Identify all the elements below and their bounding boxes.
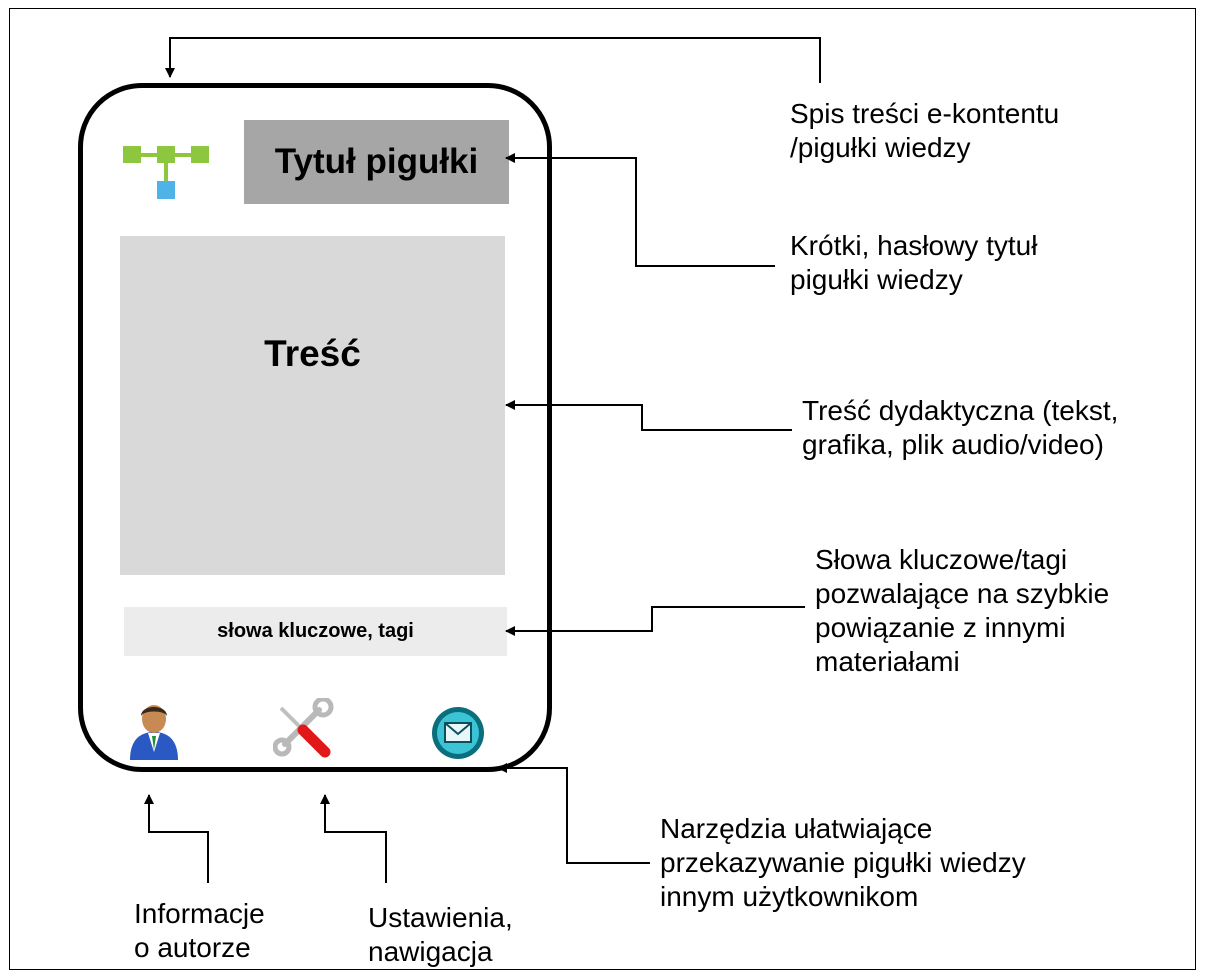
callout-settings-line2: nawigacja	[368, 936, 493, 967]
callout-tags-line2: pozwalające na szybkie	[815, 578, 1110, 609]
tools-connector	[497, 763, 650, 864]
callout-tags-line3: powiązanie z innymi	[815, 612, 1066, 643]
phone-outline	[78, 83, 552, 772]
callout-tags-line4: materiałami	[815, 646, 960, 677]
callout-author-line2: o autorze	[134, 932, 251, 963]
callout-tools-line3: innym użytkownikom	[660, 881, 919, 912]
callout-toc-line1: Spis treści e-kontentu	[790, 98, 1060, 129]
callout-content-line2: grafika, plik audio/video)	[802, 429, 1104, 460]
callout-title-line2: pigułki wiedzy	[790, 264, 963, 295]
title-connector	[505, 153, 775, 267]
tools-icon[interactable]	[273, 698, 337, 758]
callout-tools: Narzędzia ułatwiające przekazywanie pigu…	[660, 812, 1026, 914]
callout-settings: Ustawienia, nawigacja	[368, 901, 513, 969]
diagram-frame	[9, 8, 1196, 970]
callout-content-line1: Treść dydaktyczna (tekst,	[802, 395, 1119, 426]
pill-tags-text: słowa kluczowe, tagi	[217, 620, 414, 642]
sitemap-icon[interactable]	[123, 141, 211, 205]
toc-connector	[165, 37, 821, 83]
callout-toc: Spis treści e-kontentu /pigułki wiedzy	[790, 97, 1059, 165]
callout-toc-line2: /pigułki wiedzy	[790, 132, 971, 163]
callout-title: Krótki, hasłowy tytuł pigułki wiedzy	[790, 229, 1037, 297]
pill-title: Tytuł pigułki	[244, 120, 509, 204]
callout-title-line1: Krótki, hasłowy tytuł	[790, 230, 1038, 261]
callout-tags-line1: Słowa kluczowe/tagi	[815, 544, 1068, 575]
callout-tags: Słowa kluczowe/tagi pozwalające na szybk…	[815, 543, 1109, 679]
author-connector	[144, 794, 209, 883]
tags-connector	[505, 606, 805, 636]
pill-content: Treść	[120, 236, 505, 575]
user-icon[interactable]	[128, 700, 180, 760]
callout-content: Treść dydaktyczna (tekst, grafika, plik …	[802, 394, 1118, 462]
pill-title-text: Tytuł pigułki	[274, 142, 479, 181]
pill-content-label: Treść	[264, 333, 361, 374]
callout-author-line1: Informacje	[134, 898, 265, 929]
callout-author: Informacje o autorze	[134, 897, 265, 965]
settings-connector	[320, 794, 387, 883]
pill-tags[interactable]: słowa kluczowe, tagi	[124, 607, 507, 656]
callout-tools-line2: przekazywanie pigułki wiedzy	[660, 847, 1026, 878]
callout-tools-line1: Narzędzia ułatwiające	[660, 813, 933, 844]
callout-settings-line1: Ustawienia,	[368, 902, 513, 933]
mail-icon[interactable]	[430, 705, 486, 761]
content-connector	[505, 400, 792, 431]
